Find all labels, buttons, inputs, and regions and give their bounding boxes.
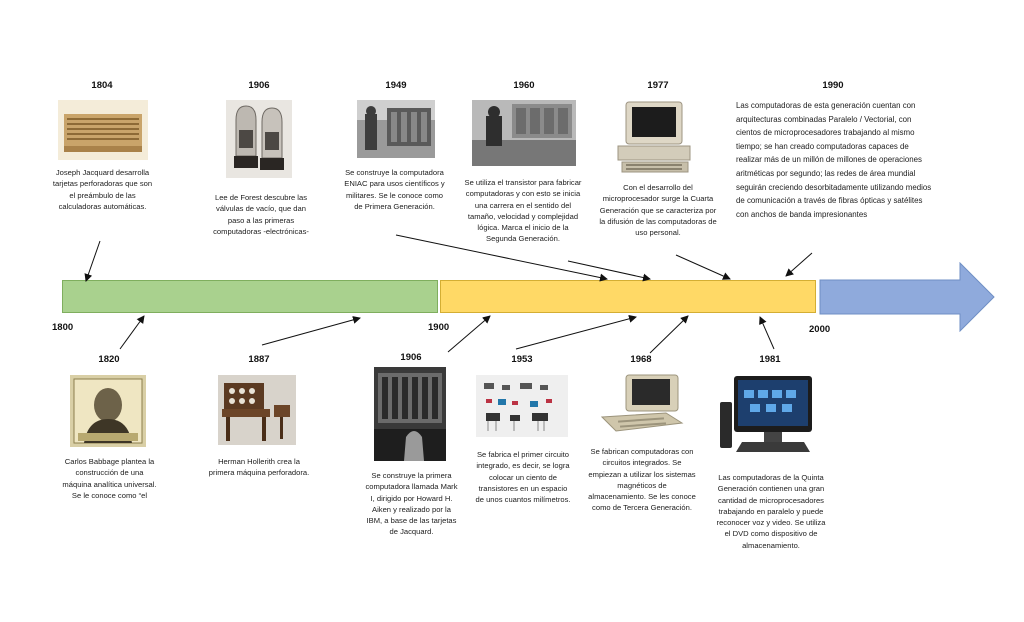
event-year: 1968 (630, 354, 652, 365)
axis-label-start: 1800 (52, 322, 74, 333)
event-year: 1820 (98, 354, 120, 365)
vacuum-tubes-image (226, 100, 292, 178)
timeline-arrow-head (819, 262, 995, 332)
event-year: 1977 (647, 80, 669, 91)
event-description: Se utiliza el transistor para fabricar c… (464, 178, 582, 244)
event-year: 1887 (248, 354, 270, 365)
event-description: Carlos Babbage plantea la construcción d… (62, 457, 157, 500)
hollerith-machine-image (218, 375, 296, 445)
event-year: 1981 (759, 354, 781, 365)
desktop-computer-image (718, 372, 818, 460)
timeline-segment-1900-2000 (440, 280, 816, 313)
event-year: 1990 (822, 80, 844, 91)
event-description: Con el desarrollo del microprocesador su… (599, 183, 717, 238)
connector-1977 (675, 254, 731, 280)
event-year: 1960 (513, 80, 535, 91)
timeline-segment-1800-1900 (62, 280, 438, 313)
jacquard-punch-cards-image (58, 100, 148, 160)
event-description: Lee de Forest descubre las válvulas de v… (213, 193, 309, 236)
connector-1960 (567, 260, 651, 282)
event-description: Se fabrican computadoras con circuitos i… (588, 447, 696, 513)
event-description: Se fabrica el primer circuito integrado,… (475, 450, 571, 505)
connector-1990 (785, 252, 813, 277)
event-description: Se construye la primera computadora llam… (365, 471, 458, 537)
charles-babbage-portrait-image (70, 375, 146, 447)
event-description: Joseph Jacquard desarrolla tarjetas perf… (52, 168, 153, 211)
transistor-computer-image (472, 100, 576, 166)
axis-label-middle: 1900 (428, 322, 450, 333)
event-description: Se construye la computadora ENIAC para u… (344, 168, 445, 211)
event-year: 1949 (385, 80, 407, 91)
event-year: 1906 (248, 80, 270, 91)
apple-ii-computer-image (596, 373, 688, 437)
connector-1906 (447, 315, 491, 353)
connector-1953 (515, 314, 637, 350)
connector-1804 (84, 240, 101, 282)
connector-1820 (119, 315, 145, 350)
event-description: Herman Hollerith crea la primera máquina… (208, 457, 310, 478)
connector-1887 (261, 316, 361, 346)
event-year: 1953 (511, 354, 533, 365)
connector-1981 (759, 316, 775, 350)
event-year: 1906 (400, 352, 422, 363)
eniac-computer-image (357, 100, 435, 158)
event-description: Las computadoras de esta generación cuen… (736, 101, 932, 219)
integrated-circuit-components-image (476, 375, 568, 437)
axis-label-end: 2000 (809, 324, 831, 335)
event-year: 1804 (91, 80, 113, 91)
event-description: Las computadoras de la Quinta Generación… (716, 473, 826, 550)
personal-computer-image (616, 100, 698, 176)
connector-1968 (649, 315, 689, 354)
mark-i-computer-image (374, 367, 446, 461)
